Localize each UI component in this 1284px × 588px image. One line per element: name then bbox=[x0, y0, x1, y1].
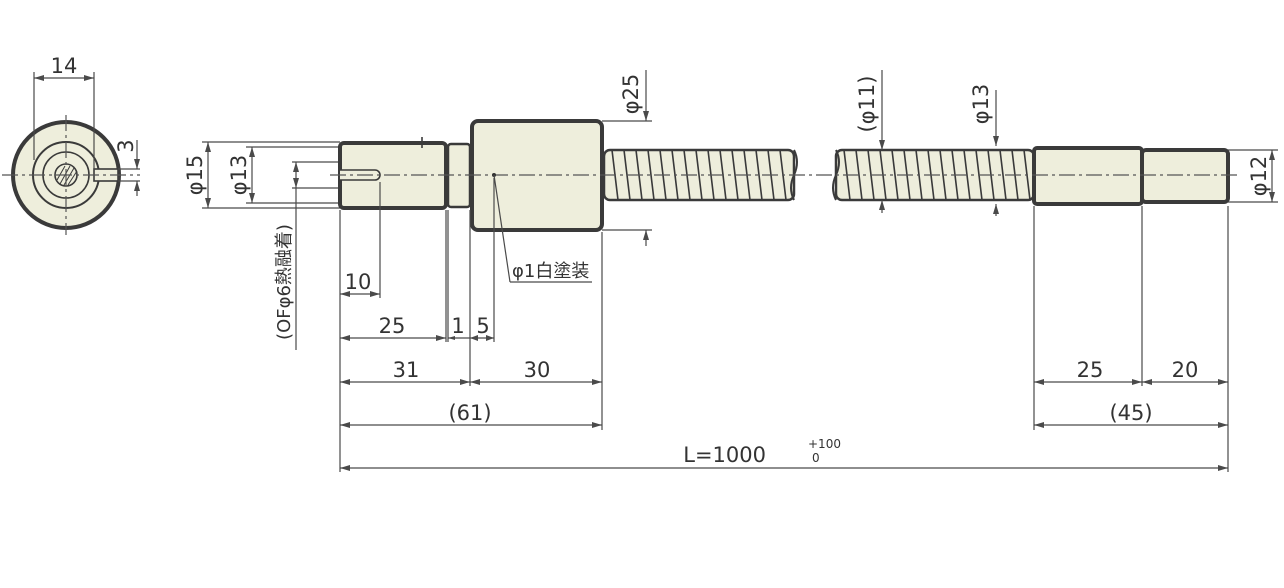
end-view-dim-14: 14 bbox=[51, 54, 78, 78]
dim-30: 30 bbox=[524, 358, 551, 382]
right-journal bbox=[1140, 148, 1230, 204]
dim-total-length: L=1000 bbox=[683, 443, 766, 467]
dim-20: 20 bbox=[1172, 358, 1199, 382]
dim-phi25: φ25 bbox=[619, 74, 643, 115]
end-view: 14 3 bbox=[2, 54, 140, 235]
right-shoulder bbox=[1032, 146, 1144, 206]
paint-note: φ1白塗装 bbox=[493, 174, 592, 283]
dim-phi13-thread: φ13 bbox=[969, 84, 993, 125]
fusion-note: (OFφ6熱融着) bbox=[274, 224, 295, 340]
paint-note-label: φ1白塗装 bbox=[512, 260, 589, 282]
dim-25-right: 25 bbox=[1077, 358, 1104, 382]
length-dims: 10 25 1 5 31 30 (61) 25 bbox=[339, 178, 1229, 472]
dim-10: 10 bbox=[345, 270, 372, 294]
dim-5: 5 bbox=[476, 314, 489, 338]
dim-31: 31 bbox=[393, 358, 420, 382]
shaft-body bbox=[330, 119, 1240, 232]
dim-total-length-tol-upper: +100 bbox=[808, 437, 841, 451]
dim-phi13: φ13 bbox=[227, 155, 251, 196]
dim-phi12: φ12 bbox=[1247, 156, 1271, 197]
left-diameter-dims: φ15 φ13 (OFφ6熱融着) bbox=[183, 141, 340, 350]
dim-61: (61) bbox=[448, 401, 491, 425]
dim-1: 1 bbox=[451, 314, 464, 338]
end-view-dim-3: 3 bbox=[114, 139, 138, 152]
top-diameter-dims: φ25 (φ11) φ13 φ12 bbox=[602, 70, 1278, 246]
dim-phi11: (φ11) bbox=[855, 76, 879, 133]
dim-25-left: 25 bbox=[379, 314, 406, 338]
dim-45: (45) bbox=[1109, 401, 1152, 425]
dim-phi15: φ15 bbox=[183, 155, 207, 196]
dim-total-length-tol-lower: 0 bbox=[812, 451, 820, 465]
